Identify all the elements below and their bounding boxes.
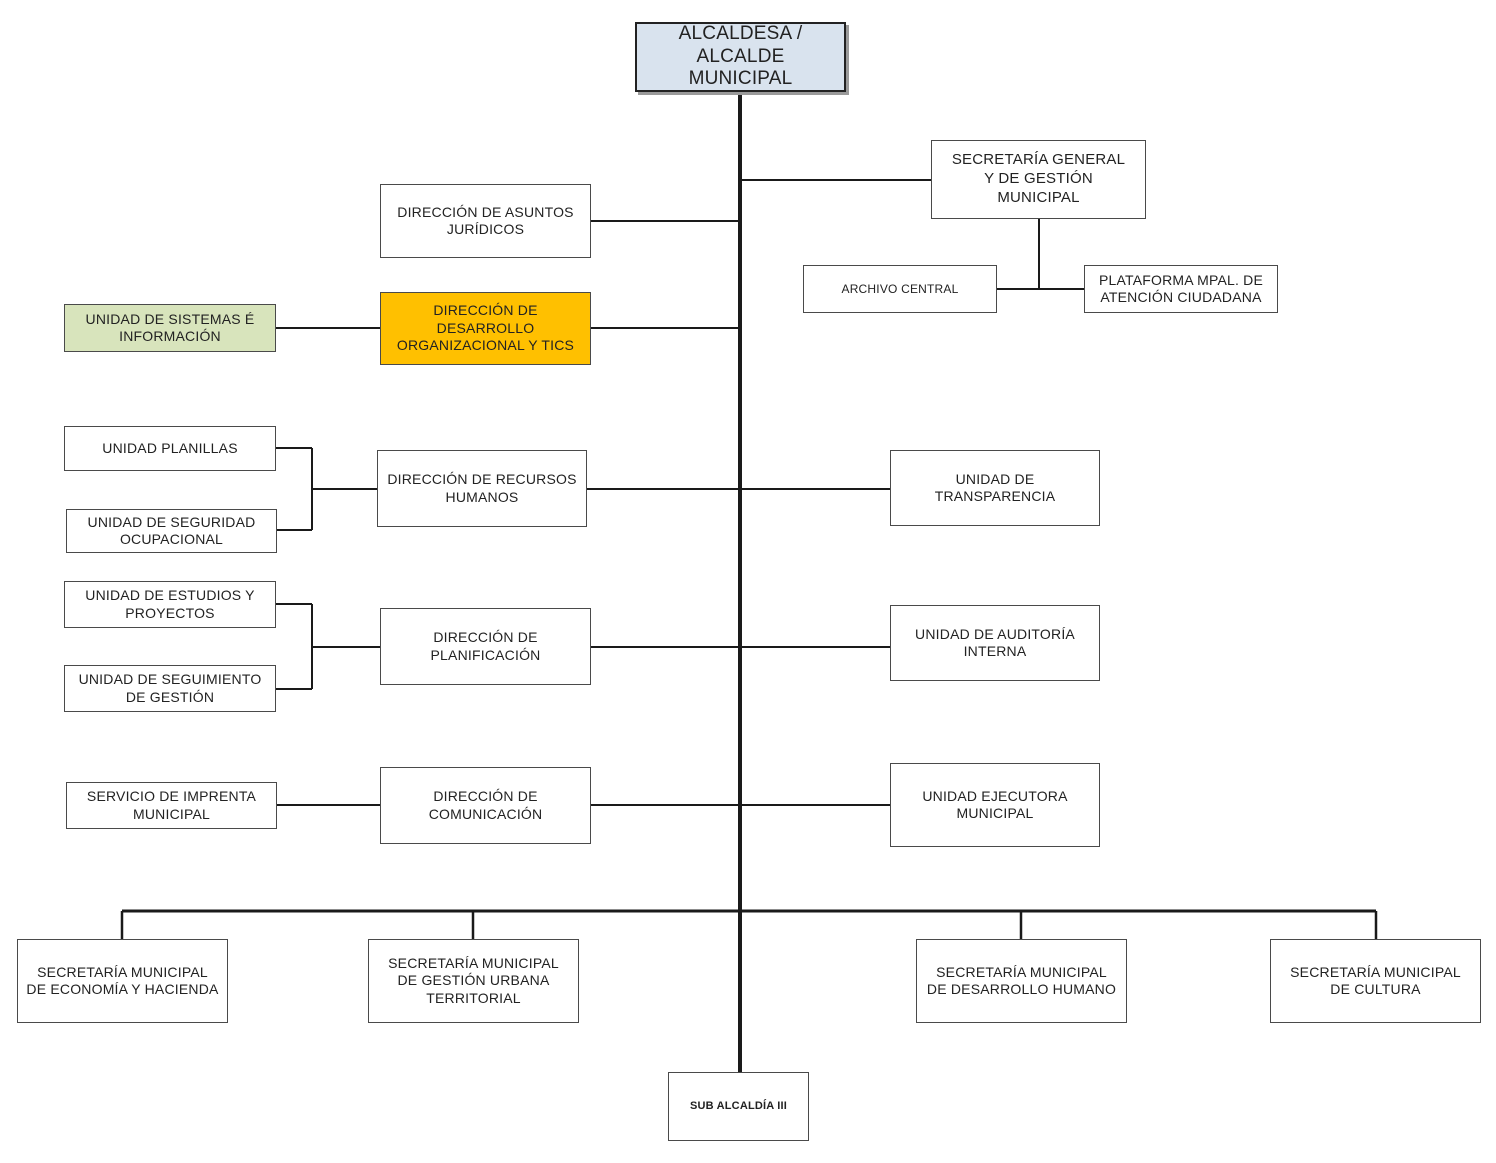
node-estudios-proyectos-label: UNIDAD DE ESTUDIOS Y PROYECTOS (85, 587, 255, 621)
node-secretaria-cultura: SECRETARÍA MUNICIPAL DE CULTURA (1270, 939, 1481, 1023)
node-secretaria-cultura-label: SECRETARÍA MUNICIPAL DE CULTURA (1290, 963, 1461, 998)
node-secretaria-desarrollo-humano-label: SECRETARÍA MUNICIPAL DE DESARROLLO HUMAN… (926, 963, 1117, 998)
node-auditoria-interna-label: UNIDAD DE AUDITORÍA INTERNA (915, 625, 1075, 660)
node-desarrollo-organizacional: DIRECCIÓN DE DESARROLLO ORGANIZACIONAL Y… (380, 292, 591, 365)
node-secretaria-economia: SECRETARÍA MUNICIPAL DE ECONOMÍA Y HACIE… (17, 939, 228, 1023)
node-planillas: UNIDAD PLANILLAS (64, 426, 276, 471)
node-imprenta-municipal: SERVICIO DE IMPRENTA MUNICIPAL (66, 782, 277, 829)
node-comunicacion-label: DIRECCIÓN DE COMUNICACIÓN (428, 788, 543, 822)
node-planificacion-label: DIRECCIÓN DE PLANIFICACIÓN (430, 629, 541, 663)
node-unidad-ejecutora-label: UNIDAD EJECUTORA MUNICIPAL (922, 787, 1068, 822)
node-sistemas-informacion: UNIDAD DE SISTEMAS é INFORMACIÓN (64, 304, 276, 352)
node-seguimiento-gestion: UNIDAD DE SEGUIMIENTO DE GESTIÓN (64, 665, 276, 712)
node-sub-alcaldia: SUB ALCALDÍA III (668, 1072, 809, 1141)
node-secretaria-general-label: SECRETARÍA GENERAL Y DE GESTIÓN MUNICIPA… (951, 151, 1126, 206)
node-transparencia: UNIDAD DE TRANSPARENCIA (890, 450, 1100, 526)
node-plataforma-atencion-label: PLATAFORMA MPAL. DE ATENCIÓN CIUDADANA (1098, 271, 1264, 306)
node-sistemas-informacion-label: UNIDAD DE SISTEMAS é INFORMACIÓN (85, 310, 255, 345)
node-archivo-central-label: ARCHIVO CENTRAL (841, 281, 959, 296)
node-seguridad-ocupacional-label: UNIDAD DE SEGURIDAD OCUPACIONAL (87, 513, 256, 548)
node-alcaldesa-alcalde-label: ALCALDESA / ALCALDE MUNICIPAL (678, 22, 803, 90)
node-planificacion: DIRECCIÓN DE PLANIFICACIÓN (380, 608, 591, 685)
node-imprenta-municipal-label: SERVICIO DE IMPRENTA MUNICIPAL (86, 788, 257, 822)
node-seguridad-ocupacional: UNIDAD DE SEGURIDAD OCUPACIONAL (66, 509, 277, 553)
node-plataforma-atencion: PLATAFORMA MPAL. DE ATENCIÓN CIUDADANA (1084, 265, 1278, 313)
node-comunicacion: DIRECCIÓN DE COMUNICACIÓN (380, 767, 591, 844)
node-secretaria-desarrollo-humano: SECRETARÍA MUNICIPAL DE DESARROLLO HUMAN… (916, 939, 1127, 1023)
node-recursos-humanos: DIRECCIÓN DE RECURSOS HUMANOS (377, 450, 587, 527)
node-secretaria-general: SECRETARÍA GENERAL Y DE GESTIÓN MUNICIPA… (931, 140, 1146, 219)
node-archivo-central: ARCHIVO CENTRAL (803, 265, 997, 313)
node-alcaldesa-alcalde: ALCALDESA / ALCALDE MUNICIPAL (635, 22, 846, 92)
node-unidad-ejecutora: UNIDAD EJECUTORA MUNICIPAL (890, 763, 1100, 847)
node-recursos-humanos-label: DIRECCIÓN DE RECURSOS HUMANOS (387, 471, 577, 505)
node-secretaria-gestion-urbana-label: SECRETARÍA MUNICIPAL DE GESTIÓN URBANA T… (388, 954, 559, 1006)
node-sub-alcaldia-label: SUB ALCALDÍA III (689, 1099, 788, 1112)
node-seguimiento-gestion-label: UNIDAD DE SEGUIMIENTO DE GESTIÓN (78, 671, 262, 705)
node-secretaria-economia-label: SECRETARÍA MUNICIPAL DE ECONOMÍA Y HACIE… (26, 963, 219, 998)
node-desarrollo-organizacional-label: DIRECCIÓN DE DESARROLLO ORGANIZACIONAL Y… (396, 302, 575, 354)
node-estudios-proyectos: UNIDAD DE ESTUDIOS Y PROYECTOS (64, 581, 276, 628)
node-asuntos-juridicos-label: DIRECCIÓN DE ASUNTOS JURÍDICOS (397, 203, 574, 238)
node-asuntos-juridicos: DIRECCIÓN DE ASUNTOS JURÍDICOS (380, 184, 591, 258)
node-transparencia-label: UNIDAD DE TRANSPARENCIA (934, 470, 1056, 505)
node-secretaria-gestion-urbana: SECRETARÍA MUNICIPAL DE GESTIÓN URBANA T… (368, 939, 579, 1023)
node-planillas-label: UNIDAD PLANILLAS (102, 439, 238, 456)
node-auditoria-interna: UNIDAD DE AUDITORÍA INTERNA (890, 605, 1100, 681)
